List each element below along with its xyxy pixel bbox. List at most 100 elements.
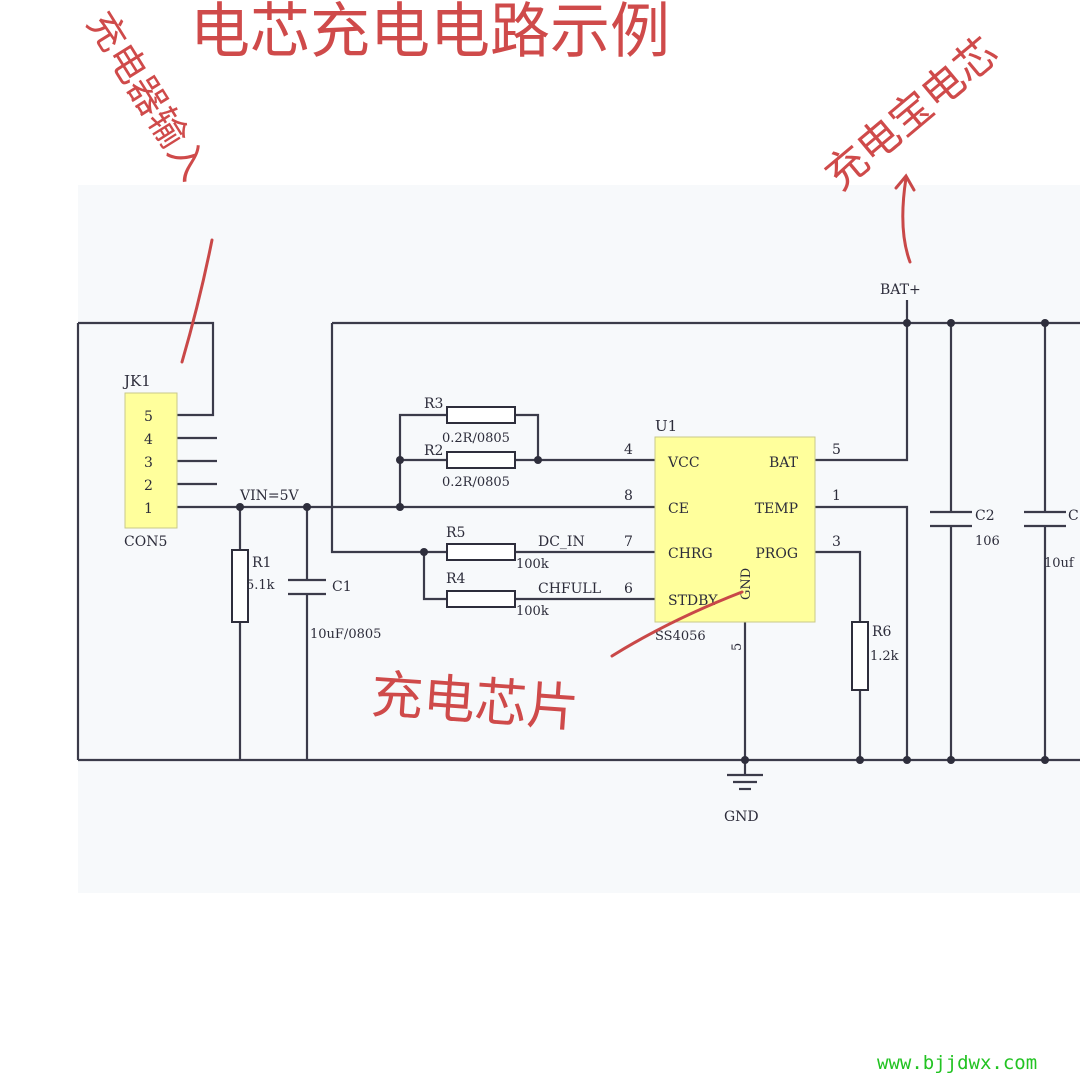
- temp-pin-wire: [815, 505, 909, 760]
- net-label-vin: VIN=5V: [239, 488, 300, 504]
- connector-pin-label: 3: [144, 455, 153, 471]
- capacitor-value: 106: [975, 534, 1000, 549]
- resistor-body: [446, 451, 516, 469]
- junction-dot: [903, 756, 911, 764]
- junction-dot: [396, 456, 404, 464]
- junction-dot: [947, 319, 955, 327]
- capacitor-c3: C 10uf: [1024, 508, 1079, 571]
- junctions: [236, 319, 1049, 764]
- prog-pin-wire: [815, 550, 862, 622]
- resistor-r2: R2 0.2R/0805: [424, 443, 516, 490]
- annotation-arrows: [180, 173, 916, 658]
- ic-u1: U1 SS4056 4 8 7 6 VCC CE CHRG STDBY 5 1 …: [624, 417, 841, 651]
- resistor-value: 5.1k: [246, 578, 275, 593]
- resistor-value: 0.2R/0805: [442, 475, 510, 490]
- r4-left-wire: [422, 552, 447, 601]
- connector-ref: JK1: [122, 372, 151, 390]
- capacitor-c2: C2 106: [930, 508, 1000, 549]
- resistor-r4: R4 100k: [446, 571, 549, 619]
- net-label-dc-in: DC_IN: [538, 534, 585, 550]
- resistor-ref: R2: [424, 443, 443, 459]
- website-watermark: www.bjjdwx.com: [877, 1052, 1038, 1074]
- ic-part: SS4056: [655, 629, 706, 644]
- junction-dot: [534, 456, 542, 464]
- junction-dot: [420, 548, 428, 556]
- ic-pin-number: 8: [624, 488, 633, 504]
- connector-part: CON5: [124, 534, 167, 550]
- junction-dot: [1041, 319, 1049, 327]
- ic-pin-number: 7: [624, 534, 633, 550]
- dc-in-left-wire: [330, 323, 447, 554]
- resistor-body: [446, 406, 516, 424]
- ic-body: [654, 436, 816, 623]
- resistor-r3: R3 0.2R/0805: [424, 396, 516, 446]
- net-label-bat-plus: BAT+: [880, 282, 921, 298]
- capacitor-ref: C2: [975, 508, 995, 524]
- resistor-body: [851, 621, 869, 691]
- resistor-body: [446, 543, 516, 561]
- junction-dot: [236, 503, 244, 511]
- junction-dot: [903, 319, 911, 327]
- connector-pin-label: 1: [144, 501, 153, 517]
- ic-pin-name: TEMP: [755, 501, 798, 517]
- r3-right-wire: [515, 413, 540, 460]
- ic-pin-name: PROG: [755, 546, 798, 562]
- arrow-charging-chip: [610, 590, 744, 658]
- ic-pin-name: CE: [668, 501, 689, 517]
- resistor-value: 100k: [516, 557, 549, 572]
- capacitor-value: 10uF/0805: [310, 627, 381, 642]
- resistor-ref: R4: [446, 571, 466, 587]
- junction-dot: [856, 756, 864, 764]
- resistor-value: 1.2k: [870, 649, 899, 664]
- net-label-chfull: CHFULL: [538, 581, 601, 597]
- ic-pin-name: VCC: [667, 455, 700, 471]
- resistor-ref: R1: [252, 555, 271, 571]
- connector-jk1: JK1 5 4 3 2 1 CON5: [122, 372, 178, 550]
- r3-left-wire: [398, 413, 447, 507]
- bat-pin-wire: [815, 323, 909, 462]
- ic-pin-number: 4: [624, 442, 633, 458]
- resistor-value: 0.2R/0805: [442, 431, 510, 446]
- capacitor-value: 10uf: [1044, 556, 1075, 571]
- resistor-body: [446, 590, 516, 608]
- junction-dot: [396, 503, 404, 511]
- net-label-gnd: GND: [724, 809, 759, 825]
- resistor-r1: R1 5.1k: [231, 549, 275, 623]
- ic-pin-number: 6: [624, 581, 633, 597]
- annotation-charging-chip: 充电芯片: [369, 665, 581, 739]
- connector-pin5-wire: [78, 321, 215, 417]
- connector-pin-label: 2: [144, 478, 153, 494]
- ic-pin-name: STDBY: [668, 593, 718, 609]
- resistor-r5: R5 100k: [446, 525, 549, 572]
- junction-dot: [947, 756, 955, 764]
- resistor-value: 100k: [516, 604, 549, 619]
- resistor-body: [231, 549, 249, 623]
- annotation-title: 电芯充电电路示例: [190, 0, 670, 67]
- arrow-powerbank-cell: [901, 176, 912, 264]
- ic-pin-number: 3: [832, 534, 841, 550]
- arrow-charger-input: [180, 238, 214, 364]
- ic-pin-number: 1: [832, 488, 841, 504]
- ic-ref: U1: [655, 417, 677, 435]
- capacitor-c1: C1 10uF/0805: [288, 578, 381, 642]
- capacitor-ref: C1: [332, 579, 352, 595]
- arrow-head: [894, 173, 916, 192]
- resistor-ref: R3: [424, 396, 443, 412]
- ic-pin-number: 5: [832, 442, 841, 458]
- ic-pin-name: GND: [739, 568, 754, 600]
- ground-symbol: GND: [724, 773, 763, 825]
- capacitor-ref: C: [1068, 508, 1079, 524]
- resistor-ref: R5: [446, 525, 465, 541]
- connector-pin-label: 5: [144, 409, 153, 425]
- ic-pin-name: BAT: [769, 455, 799, 471]
- junction-dot: [741, 756, 749, 764]
- ic-pin-number: 5: [730, 643, 745, 651]
- ic-pin-name: CHRG: [668, 546, 713, 562]
- schematic-background: [78, 185, 1080, 893]
- connector-pin-label: 4: [144, 432, 153, 448]
- junction-dot: [1041, 756, 1049, 764]
- resistor-r6: R6 1.2k: [851, 621, 899, 691]
- annotation-powerbank-cell: 充电宝电芯: [815, 27, 1007, 200]
- connector-body: [124, 392, 178, 529]
